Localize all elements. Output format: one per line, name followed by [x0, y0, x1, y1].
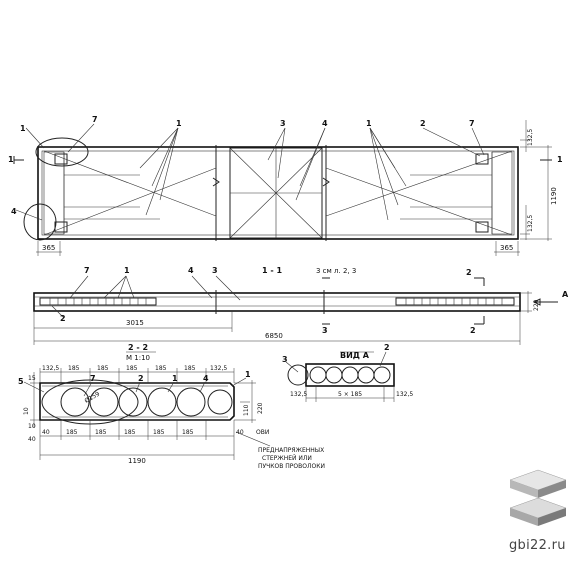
plan-callout-1-mid: 1 [176, 119, 182, 128]
section-callout-4: 4 [203, 374, 209, 383]
plan-outline [37, 146, 519, 240]
section-bottom-dim-5: 185 [182, 429, 194, 436]
section-note-line-3: ПУЧКОВ ПРОВОЛОКИ [258, 463, 325, 470]
elevation-dim-total: 6850 [265, 332, 283, 340]
section-top-dim-6: 185 [184, 365, 196, 372]
view-a-outline [305, 363, 395, 387]
section-top-dim-1: 132,5 [42, 365, 59, 372]
plan-view: 1 7 1 3 4 1 2 7 4 1 1 365 365 1190 132,5… [8, 115, 563, 256]
elevation-callout-2: 2 [60, 314, 66, 323]
section-total-width: 1190 [128, 457, 146, 465]
plan-callout-7-left: 7 [92, 115, 98, 124]
plan-callout-3: 3 [280, 119, 286, 128]
plan-callout-1-right: 1 [366, 119, 372, 128]
elevation-mark-3: 3 [322, 326, 328, 335]
section-left-dim-10a: 10 [23, 407, 30, 415]
section-label-ovi: ОВИ [256, 429, 269, 436]
plan-callout-4-left: 4 [11, 207, 17, 216]
plan-dim-right: 365 [500, 244, 513, 252]
view-a-callout-3: 3 [282, 355, 288, 364]
view-a-dim-right: 132,5 [396, 391, 413, 398]
brand-site: gbi22.ru [509, 538, 566, 553]
plan-section-mark-left: 1 [8, 155, 14, 164]
view-a-callout-2: 2 [384, 343, 390, 352]
plan-dim-bottom-right: 132,5 [527, 215, 534, 232]
section-left-dim-10b: 10 [28, 423, 36, 430]
elevation-dim-rebar: 3015 [126, 319, 144, 327]
section-right-dim-110: 110 [243, 404, 250, 416]
section-callout-1-right: 1 [245, 370, 251, 379]
view-a-title: ВИД А [340, 351, 370, 360]
section-top-dim-3: 185 [97, 365, 109, 372]
plan-callout-1-left: 1 [20, 124, 26, 133]
section-note-line-2: СТЕРЖНЕЙ ИЛИ [262, 455, 312, 462]
plan-callout-2: 2 [420, 119, 426, 128]
section-bottom-dim-2: 185 [95, 429, 107, 436]
view-a-dim-mid: 5 × 185 [338, 391, 362, 398]
section-top-dim-4: 185 [126, 365, 138, 372]
plan-dim-left: 365 [42, 244, 55, 252]
section-callout-2: 2 [138, 374, 144, 383]
elevation-callout-1: 1 [124, 266, 130, 275]
section-top-dim-2: 185 [68, 365, 80, 372]
brand-logo [509, 469, 567, 526]
section-note-line-1: ПРЕДНАПРЯЖЕННЫХ [258, 447, 324, 454]
plan-dim-height: 1190 [550, 187, 558, 205]
section-bottom-left: 40 [42, 429, 50, 436]
elevation-mark-2-top: 2 [466, 268, 472, 277]
section-callout-1: 1 [172, 374, 178, 383]
void-4 [147, 387, 177, 417]
section-top-dim-7: 132,5 [210, 365, 227, 372]
section-title: 2 - 2 [128, 343, 148, 352]
section-left-dim-15: 15 [28, 375, 36, 382]
elevation-callout-7: 7 [84, 266, 90, 275]
section-bottom-dim-1: 185 [66, 429, 78, 436]
section-right-dim-220: 220 [257, 402, 264, 414]
section-bottom-dim-4: 185 [153, 429, 165, 436]
section-bottom-right: 40 [236, 429, 244, 436]
elevation-section-ref: 3 см л. 2, 3 [316, 267, 356, 275]
elevation-callout-4: 4 [188, 266, 194, 275]
cross-section-view: 2 - 2 М 1:10 132,5 185 185 185 185 185 1… [18, 343, 325, 470]
section-scale: М 1:10 [126, 354, 150, 362]
view-a-dim-left: 132,5 [290, 391, 307, 398]
elevation-outline [33, 292, 521, 312]
plan-dim-top-right: 132,5 [527, 129, 534, 146]
section-callout-7: 7 [90, 374, 96, 383]
elevation-callout-3: 3 [212, 266, 218, 275]
plan-section-mark-right: 1 [557, 155, 563, 164]
section-top-dim-5: 185 [155, 365, 167, 372]
void-3 [118, 387, 148, 417]
elevation-dim-height: 220 [533, 299, 540, 311]
plan-callout-4: 4 [322, 119, 328, 128]
elevation-mark-2-bottom: 2 [470, 326, 476, 335]
elevation-view-a: А [562, 290, 569, 299]
elevation-section-title: 1 - 1 [262, 266, 282, 275]
void-1 [60, 387, 90, 417]
section-left-dim-40: 40 [28, 436, 36, 443]
view-a: ВИД А 3 2 132,5 5 × 185 132,5 [282, 343, 413, 402]
plan-callout-7-right: 7 [469, 119, 475, 128]
void-5 [176, 387, 206, 417]
void-6 [207, 389, 233, 415]
void-2 [89, 387, 119, 417]
section-bottom-dim-3: 185 [124, 429, 136, 436]
section-callout-5: 5 [18, 377, 24, 386]
elevation-view: 7 1 4 3 2 1 - 1 3 см л. 2, 3 2 2 3 А 301… [33, 266, 569, 345]
